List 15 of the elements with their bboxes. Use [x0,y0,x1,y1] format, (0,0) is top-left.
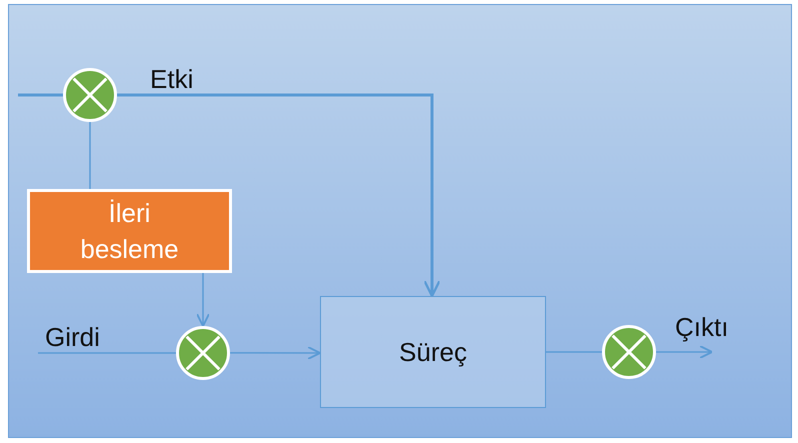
arrow [656,345,713,359]
connector-line [546,351,602,353]
edge-label: Çıktı [675,312,728,343]
box-label: Süreç [399,336,467,369]
arrow [117,94,441,298]
connector-line [89,122,91,189]
connector-line [18,94,63,96]
edge-label: Girdi [45,322,100,353]
controller-box [27,189,232,273]
connector-line [38,352,176,354]
box-label: İleri besleme [79,197,180,266]
arrow [230,346,321,360]
process-box [320,296,546,408]
edge-label: Etki [150,64,194,95]
arrow [196,273,210,327]
